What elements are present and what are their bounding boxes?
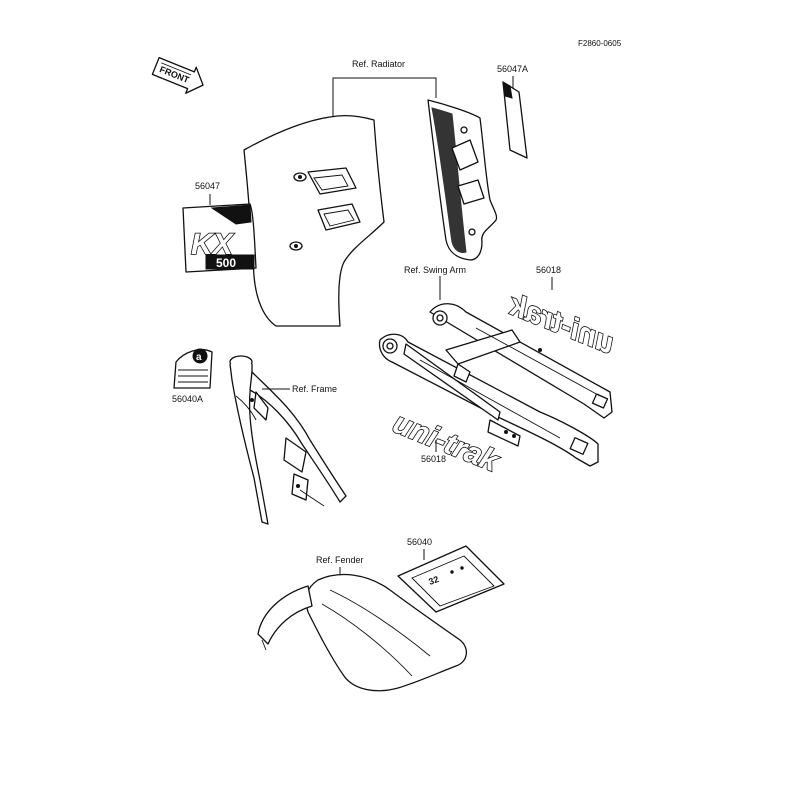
sticker-56047A: [502, 81, 528, 159]
part-56047-label: 56047: [195, 181, 220, 191]
part-56018-bottom-label: 56018: [421, 454, 446, 464]
label-ref-radiator: Ref. Radiator: [352, 59, 405, 69]
radiator-bracket-line: [332, 77, 437, 98]
kx-500-decal: KX 500: [182, 203, 257, 273]
front-arrow-icon: FRONT: [151, 57, 204, 94]
label-ref-frame: Ref. Frame: [292, 384, 337, 394]
swing-arm: [378, 303, 613, 467]
diagram-code: F2860-0605: [578, 39, 622, 48]
plate-decal-56040: 32: [397, 545, 505, 613]
unitrak-text: uni-trak: [388, 406, 504, 478]
badge-letter: a: [196, 352, 202, 363]
frame: [229, 355, 347, 525]
part-56040A-label: 56040A: [172, 394, 203, 404]
label-ref-fender: Ref. Fender: [316, 555, 364, 565]
plate-decal-text: 32: [427, 574, 440, 587]
part-56040-label: 56040: [407, 537, 432, 547]
radiator-shroud-right: [427, 99, 498, 261]
part-56047A-label: 56047A: [497, 64, 528, 74]
part-56018-top-label: 56018: [536, 265, 561, 275]
radiator-shroud-left: [243, 114, 385, 327]
label-ref-swing-arm: Ref. Swing Arm: [404, 265, 466, 275]
badge-56040A: a: [173, 348, 213, 389]
cc-decal-text: 500: [216, 256, 236, 270]
unitrak-decal: uni-trak: [388, 406, 505, 480]
front-fender: [257, 573, 467, 692]
